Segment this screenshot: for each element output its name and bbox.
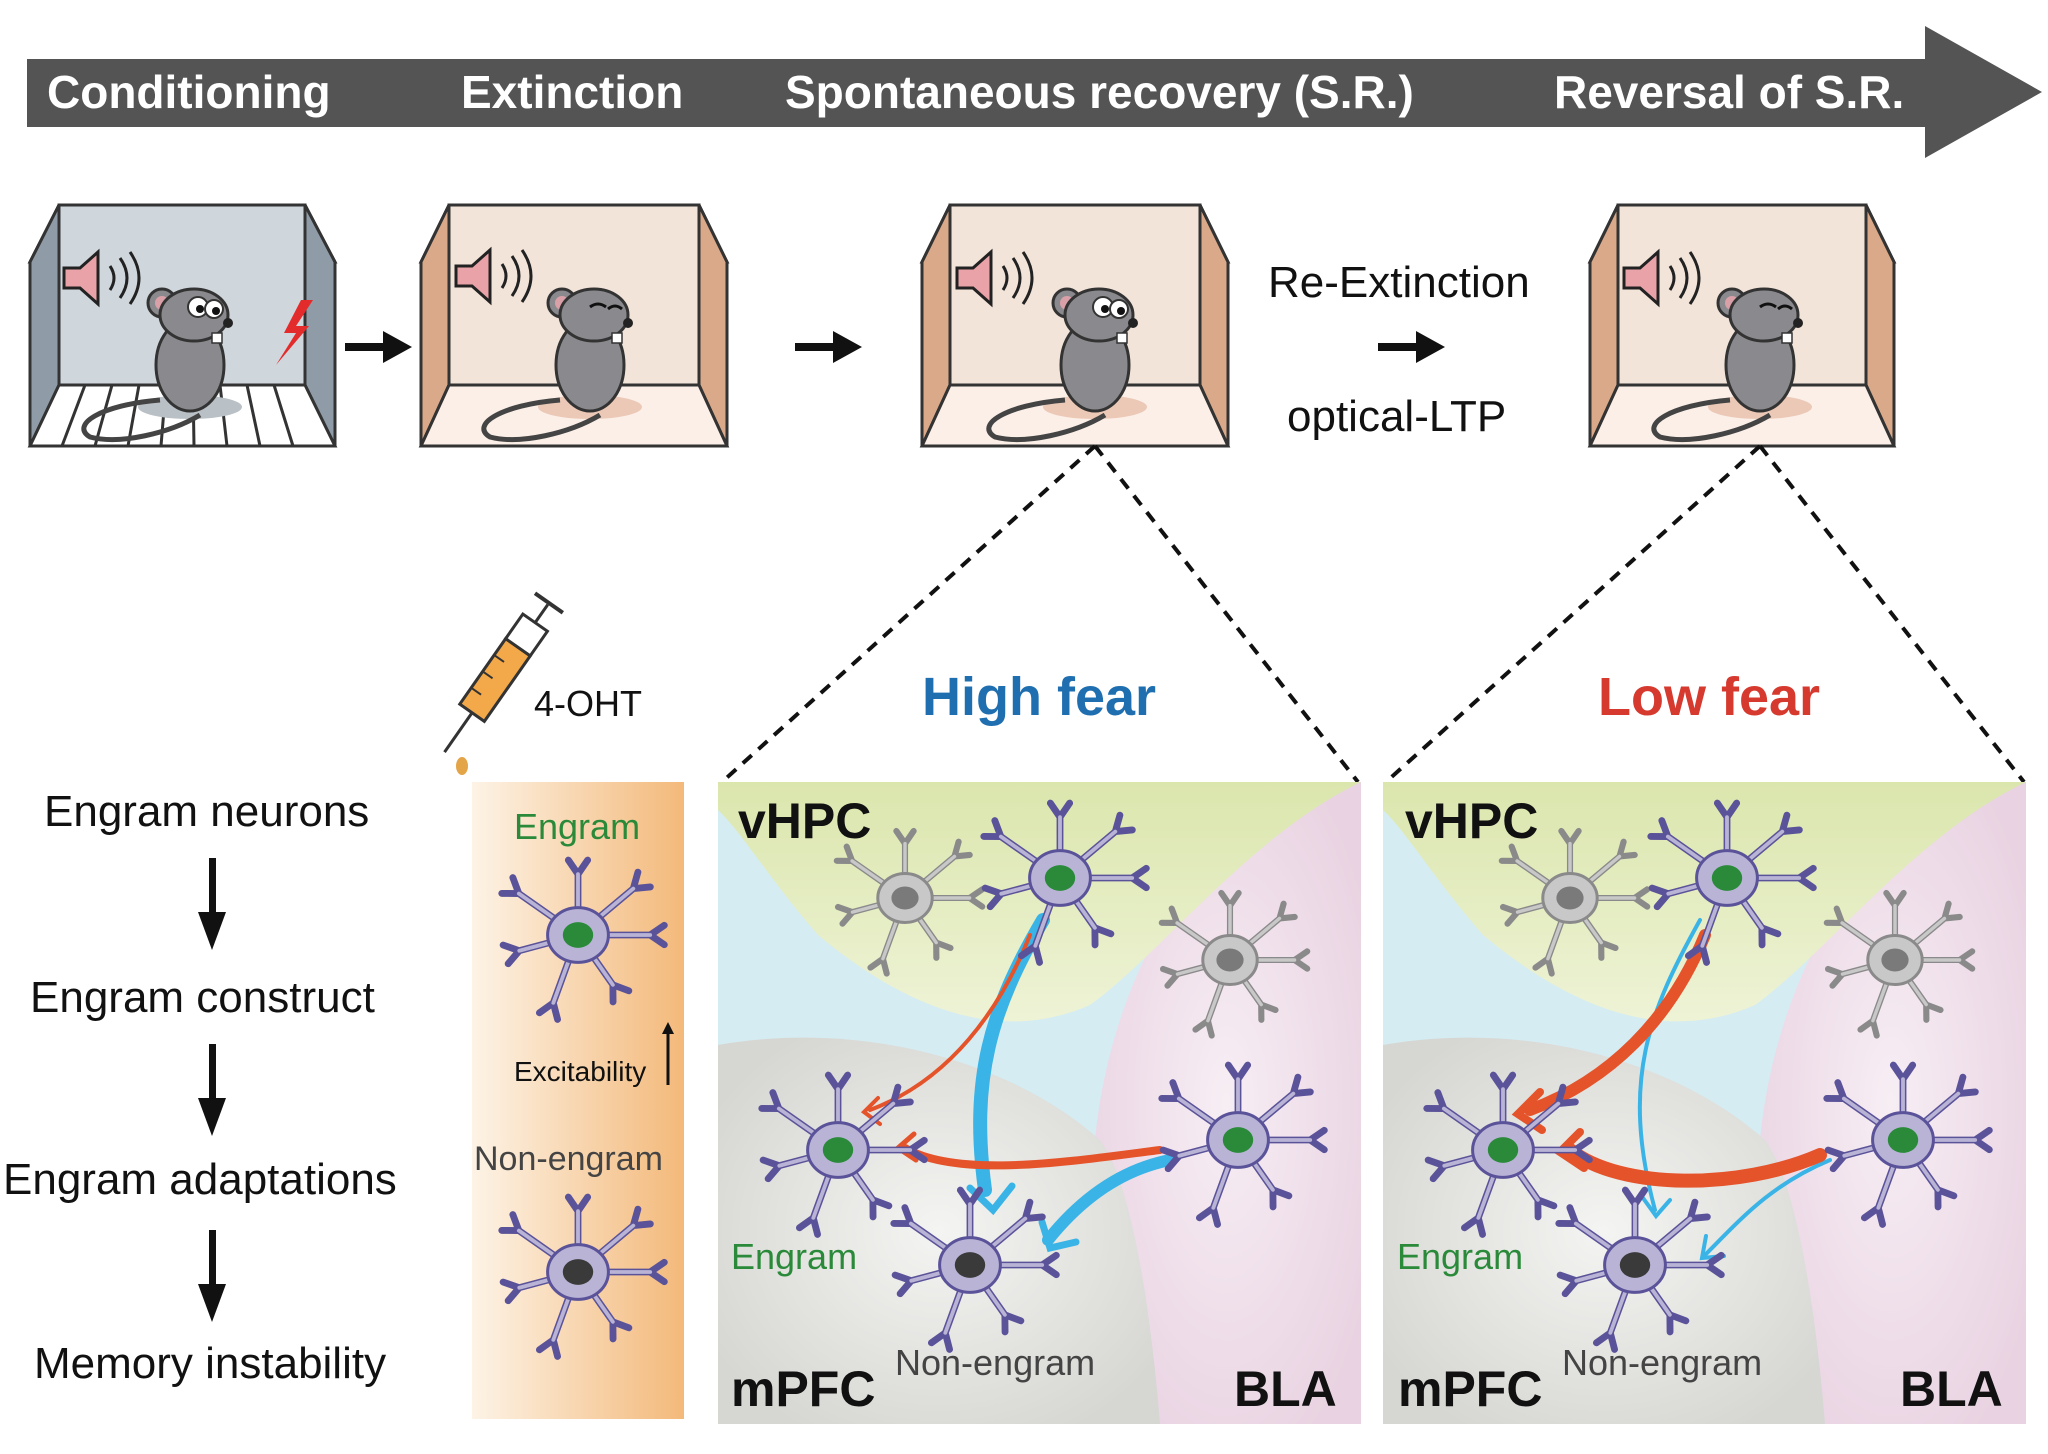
inactive-neuron — [833, 827, 986, 977]
syringe-icon — [443, 591, 564, 753]
flow-step-engram-neurons: Engram neurons — [44, 787, 370, 836]
flow-step-engram-construct: Engram construct — [30, 973, 375, 1022]
step-arrow — [345, 331, 1445, 363]
non-engram-neuron — [1555, 1186, 1725, 1353]
low-fear-title: Low fear — [1598, 667, 1821, 727]
legend-engram-label: Engram — [514, 806, 641, 847]
region-vhpc: vHPC — [1405, 793, 1539, 849]
re-extinction-label: Re-Extinction — [1268, 258, 1530, 307]
sound-waves-icon — [108, 249, 1701, 305]
non-engram-neuron — [498, 1193, 668, 1360]
high-fear-title: High fear — [922, 667, 1157, 727]
inactive-neuron — [1158, 889, 1311, 1039]
speaker-icon — [62, 246, 1660, 308]
mouse-icon — [81, 287, 1812, 442]
timeline-arrow — [27, 26, 2042, 158]
engram-neuron — [1647, 799, 1817, 966]
engram-neuron — [758, 1071, 928, 1238]
engram-neuron — [1158, 1061, 1328, 1228]
phase-conditioning: Conditioning — [47, 66, 331, 118]
flow-step-memory-instability: Memory instability — [34, 1339, 387, 1388]
legend-non-engram-label: Non-engram — [474, 1140, 663, 1178]
region-bla: BLA — [1234, 1361, 1337, 1417]
engram-neuron — [980, 799, 1150, 966]
panel-low-fear — [1383, 782, 2026, 1424]
flow-step-engram-adaptations: Engram adaptations — [3, 1155, 397, 1204]
phase-reversal: Reversal of S.R. — [1554, 66, 1905, 118]
optical-ltp-label: optical-LTP — [1287, 392, 1507, 441]
inactive-neuron — [1823, 889, 1976, 1039]
engram-neuron — [498, 856, 668, 1023]
non-engram-label: Non-engram — [895, 1342, 1096, 1383]
region-mpfc: mPFC — [731, 1361, 876, 1417]
flow-arrow — [198, 858, 226, 1322]
inactive-neuron — [1498, 827, 1651, 977]
phase-extinction: Extinction — [461, 66, 684, 118]
engram-neuron — [1423, 1071, 1593, 1238]
phase-spontaneous-recovery: Spontaneous recovery (S.R.) — [785, 66, 1414, 118]
neurons — [498, 799, 1993, 1360]
legend-excitability-label: Excitability — [514, 1056, 647, 1087]
region-bla: BLA — [1900, 1361, 2003, 1417]
region-mpfc: mPFC — [1398, 1361, 1543, 1417]
zoom-lines — [720, 444, 2026, 784]
injection-label: 4-OHT — [534, 683, 642, 724]
engram-label: Engram — [731, 1236, 858, 1277]
engram-neuron — [1823, 1061, 1993, 1228]
region-vhpc: vHPC — [738, 793, 872, 849]
non-engram-neuron — [890, 1186, 1060, 1353]
engram-label: Engram — [1397, 1236, 1524, 1277]
non-engram-label: Non-engram — [1562, 1342, 1763, 1383]
